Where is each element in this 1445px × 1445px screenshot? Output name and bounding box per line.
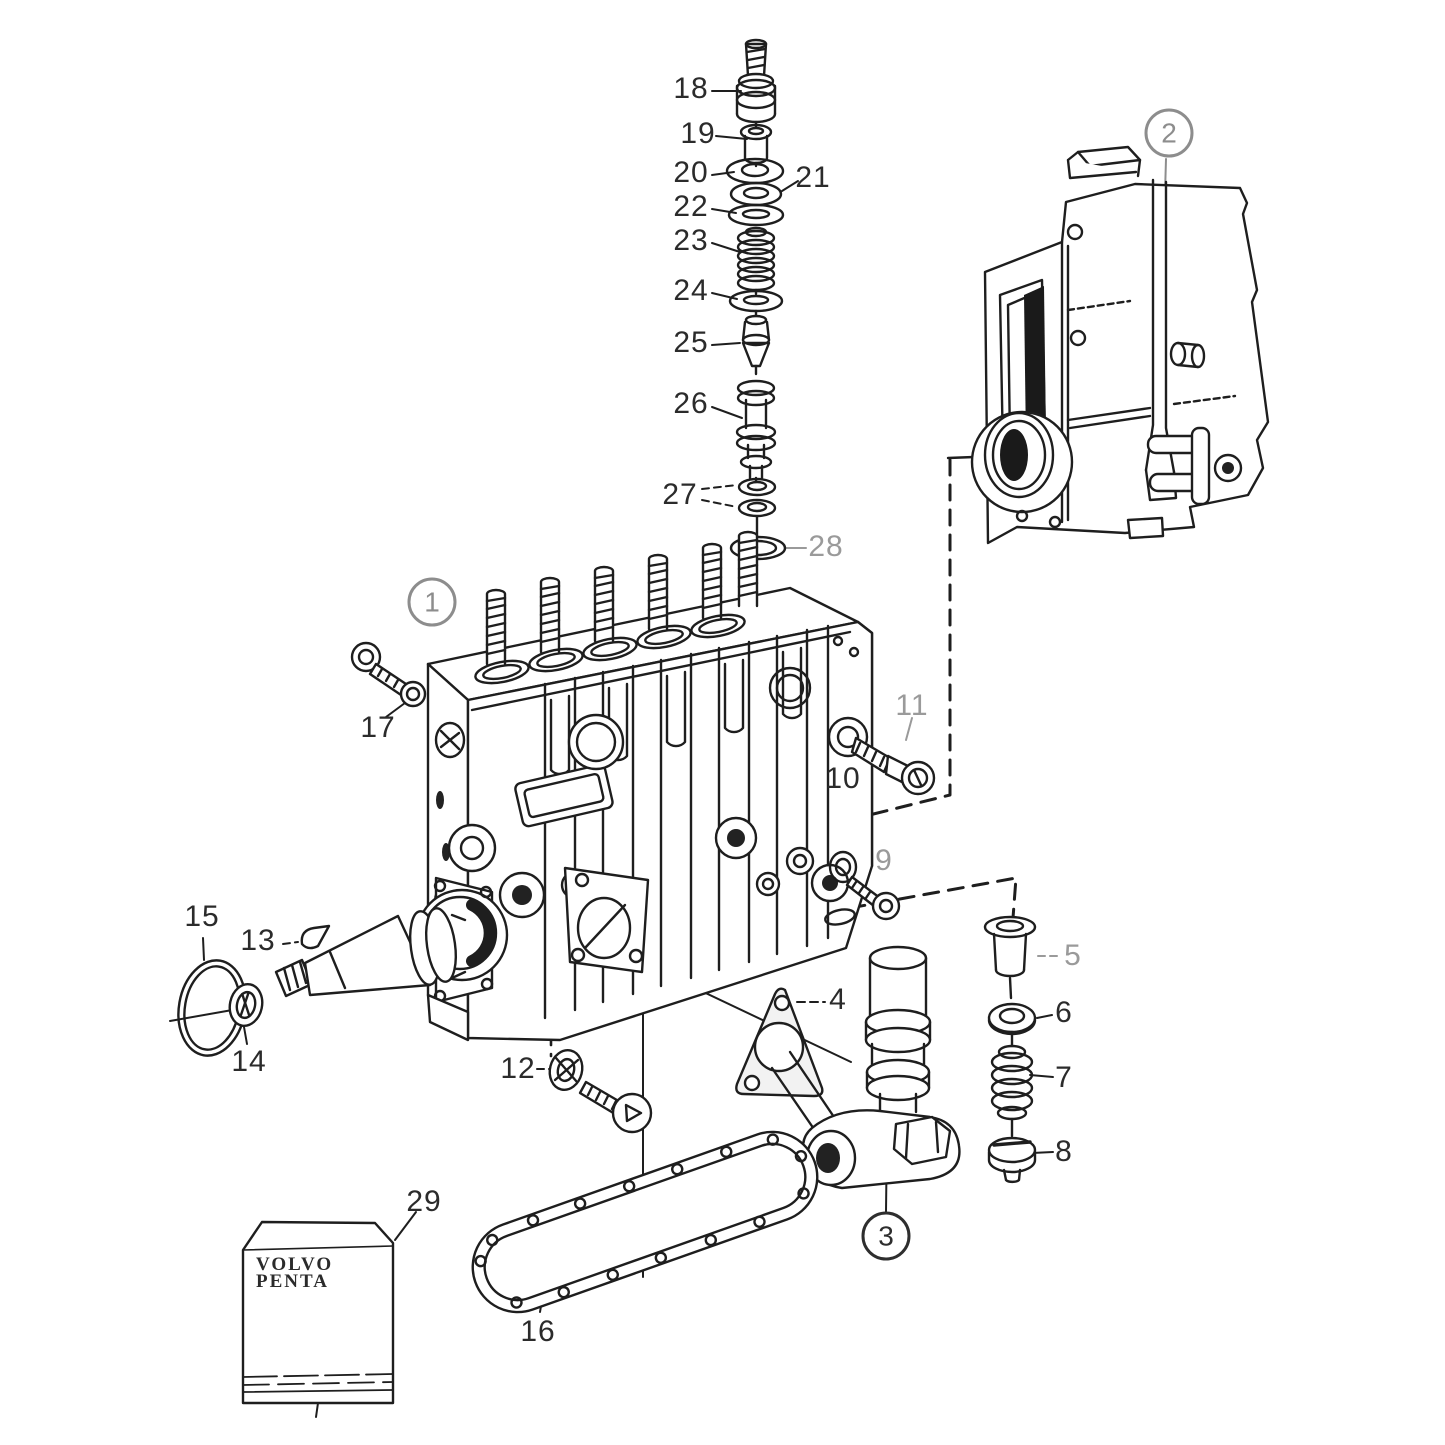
shaft-and-seals-drawing	[177, 907, 467, 1057]
packet-brand-line1: VOLVO	[256, 1254, 334, 1275]
bottom-gasket-drawing	[471, 1130, 819, 1314]
volvo-penta-packet-drawing	[241, 1220, 395, 1418]
fitting-and-washer-drawings	[827, 716, 936, 921]
screw-12-drawing	[548, 1049, 653, 1134]
packet-brand-line2: PENTA	[256, 1271, 329, 1292]
valve-kit-drawing	[983, 915, 1037, 1184]
delivery-valve-stack-drawing	[725, 38, 787, 561]
governor-housing-drawing	[970, 145, 1270, 545]
screw-17-drawing	[350, 641, 427, 708]
packet-brand-text: VOLVO PENTA	[256, 1254, 334, 1292]
leader-lines	[169, 90, 1167, 1313]
feed-pump-drawing	[770, 945, 961, 1190]
pump-body-drawing	[415, 530, 874, 1042]
